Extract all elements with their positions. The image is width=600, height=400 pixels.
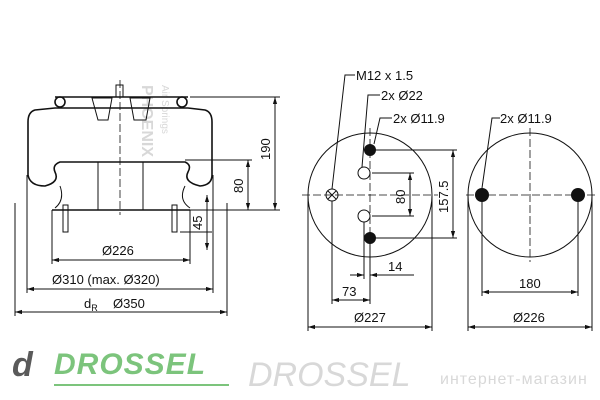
watermark-brand: DROSSEL	[248, 356, 411, 394]
dim-height-total: 190	[258, 138, 273, 160]
bottom-plate-view	[466, 117, 597, 331]
dim-stud-length: 45	[190, 216, 205, 230]
watermark-vertical-sub: Air Springs	[159, 85, 170, 134]
label-bottom-holes: 2x Ø11.9	[500, 111, 552, 126]
logo-text: DROSSEL	[54, 348, 207, 381]
dim-spacing-outer: 157.5	[436, 180, 451, 213]
dim-top-diameter: Ø227	[354, 310, 386, 325]
dim-diameter-rolling: Ø350	[113, 296, 145, 311]
hole-small-filled	[364, 144, 376, 156]
dim-diameter-bellows: Ø310 (max. Ø320)	[52, 272, 160, 287]
dim-hole-spacing: 180	[519, 276, 541, 291]
watermark-vertical-brand: PHOENIX	[138, 85, 155, 157]
dim-offset-thread: 73	[342, 284, 356, 299]
dim-spacing-inner: 80	[393, 190, 408, 204]
hole-small-filled	[364, 232, 376, 244]
watermark-subtitle: интернет-магазин	[440, 371, 588, 388]
dim-height-piston: 80	[231, 179, 246, 193]
air-spring-side-view	[14, 80, 280, 316]
hole-large-open	[357, 209, 371, 223]
logo-underline	[54, 384, 229, 386]
hole-filled	[475, 188, 489, 202]
label-hole-large: 2x Ø22	[381, 88, 423, 103]
logo-letter: d	[12, 346, 33, 384]
hole-filled	[571, 188, 585, 202]
label-thread: M12 x 1.5	[356, 68, 413, 83]
dim-bottom-diameter: Ø226	[513, 310, 545, 325]
dim-offset-small: 14	[388, 259, 402, 274]
dim-dr-label: dR	[84, 296, 98, 313]
dim-diameter-piston: Ø226	[102, 243, 134, 258]
drossel-logo: d DROSSEL	[10, 346, 240, 388]
hole-large-open	[357, 166, 371, 180]
top-plate-view	[302, 74, 457, 331]
label-hole-small: 2x Ø11.9	[393, 111, 445, 126]
